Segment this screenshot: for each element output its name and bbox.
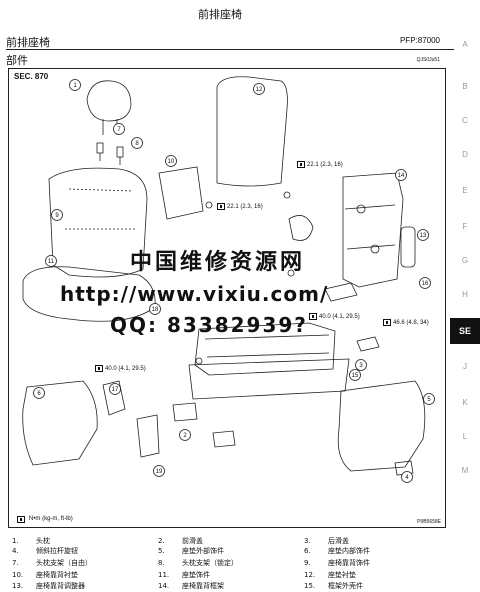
svg-text:14: 14 (398, 173, 405, 179)
section-code: PFP:87000 (399, 36, 440, 45)
torque-unit-label: N•m (kg-m, ft-lb) (29, 516, 73, 522)
side-tab-bar: A B C D E F G H SE J K L M (450, 0, 480, 592)
torque-value: 22.1 (2.3, 16) (307, 162, 343, 169)
torque-wrench-icon (297, 161, 305, 168)
callout-5: 5 (423, 393, 435, 405)
list-item: 9.座椅靠背饰件 (304, 559, 370, 567)
side-tab-a[interactable]: A (462, 40, 468, 49)
torque-spec: 22.1 (2.3, 16) (217, 203, 263, 210)
callout-7: 7 (113, 123, 125, 135)
callout-11: 11 (45, 255, 57, 267)
callout-6: 6 (33, 387, 45, 399)
list-item: 15.框架外壳件 (304, 582, 363, 590)
callout-12: 12 (253, 83, 265, 95)
callout-8: 8 (131, 137, 143, 149)
svg-text:7: 7 (117, 127, 121, 133)
side-tab-k[interactable]: K (462, 398, 468, 407)
figure-code: PIIB5658E (417, 519, 441, 525)
svg-text:6: 6 (37, 391, 41, 397)
svg-text:5: 5 (427, 397, 431, 403)
watermark-site-name: 中国维修资源网 (130, 250, 306, 275)
torque-spec: 46.6 (4.8, 34) (383, 319, 429, 326)
svg-text:2: 2 (183, 433, 187, 439)
svg-text:17: 17 (112, 387, 119, 393)
watermark-url: http://www.vixiu.com/ (60, 282, 329, 306)
callout-4: 4 (401, 471, 413, 483)
side-tab-d[interactable]: D (462, 150, 468, 159)
side-tab-c[interactable]: C (462, 116, 468, 125)
side-tab-j[interactable]: J (463, 362, 467, 371)
torque-spec: 40.0 (4.1, 29.5) (95, 365, 146, 372)
torque-spec: 22.1 (2.3, 16) (297, 161, 343, 168)
list-item: 14.座椅靠背框架 (158, 582, 224, 590)
reference-code: QJS0Ju51 (416, 57, 440, 63)
watermark-qq: QQ: 83382939? (110, 313, 308, 337)
torque-spec: 40.0 (4.1, 29.5) (309, 313, 360, 320)
torque-legend: N•m (kg-m, ft-lb) (17, 516, 73, 523)
svg-text:4: 4 (405, 475, 409, 481)
list-item: 7.头枕支架（自由） (12, 559, 92, 567)
torque-value: 22.1 (2.3, 16) (227, 204, 263, 211)
torque-wrench-icon (217, 203, 225, 210)
callout-16: 16 (419, 277, 431, 289)
torque-wrench-icon (17, 516, 25, 523)
list-item: 12.座垫衬垫 (304, 571, 356, 579)
svg-text:8: 8 (135, 141, 139, 147)
svg-text:18: 18 (152, 307, 159, 313)
side-tab-g[interactable]: G (461, 256, 469, 265)
list-item: 4.倾斜拉杆旋钮 (12, 547, 78, 555)
list-item: 2.前滑盖 (158, 537, 203, 545)
side-tab-f[interactable]: F (462, 222, 468, 231)
torque-value: 40.0 (4.1, 29.5) (319, 314, 360, 321)
diagram-section-label: SEC. 870 (14, 72, 49, 81)
side-tab-l[interactable]: L (462, 432, 468, 441)
list-item: 1.头枕 (12, 537, 50, 545)
svg-text:11: 11 (48, 259, 55, 265)
torque-wrench-icon (383, 319, 391, 326)
side-tab-b[interactable]: B (462, 82, 468, 91)
callout-9: 9 (51, 209, 63, 221)
torque-value: 46.6 (4.8, 34) (393, 320, 429, 327)
subsection-title: 部件 (6, 54, 28, 67)
svg-text:19: 19 (156, 469, 163, 475)
torque-value: 40.0 (4.1, 29.5) (105, 366, 146, 373)
side-tab-e[interactable]: E (462, 186, 468, 195)
svg-text:12: 12 (256, 87, 263, 93)
svg-text:9: 9 (55, 213, 59, 219)
svg-text:10: 10 (168, 159, 175, 165)
section-title: 前排座椅 (6, 36, 50, 49)
side-tab-se[interactable]: SE (450, 318, 480, 344)
callout-18: 18 (149, 303, 161, 315)
list-item: 11.座垫饰件 (158, 571, 210, 579)
list-item: 3.后滑盖 (304, 537, 349, 545)
list-item: 8.头枕支架（锁定） (158, 559, 238, 567)
side-tab-h[interactable]: H (462, 290, 468, 299)
callout-10: 10 (165, 155, 177, 167)
page-header: 前排座椅 (198, 8, 242, 21)
list-item: 13.座椅靠背调整器 (12, 582, 85, 590)
callout-13: 13 (417, 229, 429, 241)
callout-3: 3 (355, 359, 367, 371)
callout-14: 14 (395, 169, 407, 181)
svg-text:15: 15 (352, 373, 359, 379)
callout-19: 19 (153, 465, 165, 477)
title-rule (6, 49, 454, 50)
side-tab-m[interactable]: M (461, 466, 469, 475)
callout-1: 1 (69, 79, 81, 91)
list-item: 5.座垫外部饰件 (158, 547, 224, 555)
svg-text:16: 16 (422, 281, 429, 287)
list-item: 6.座垫内部饰件 (304, 547, 370, 555)
list-item: 10.座椅靠背衬垫 (12, 571, 78, 579)
callout-17: 17 (109, 383, 121, 395)
svg-text:3: 3 (359, 363, 363, 369)
torque-wrench-icon (95, 365, 103, 372)
torque-wrench-icon (309, 313, 317, 320)
callout-15: 15 (349, 369, 361, 381)
svg-text:13: 13 (420, 233, 427, 239)
svg-text:1: 1 (73, 83, 77, 89)
callout-2: 2 (179, 429, 191, 441)
